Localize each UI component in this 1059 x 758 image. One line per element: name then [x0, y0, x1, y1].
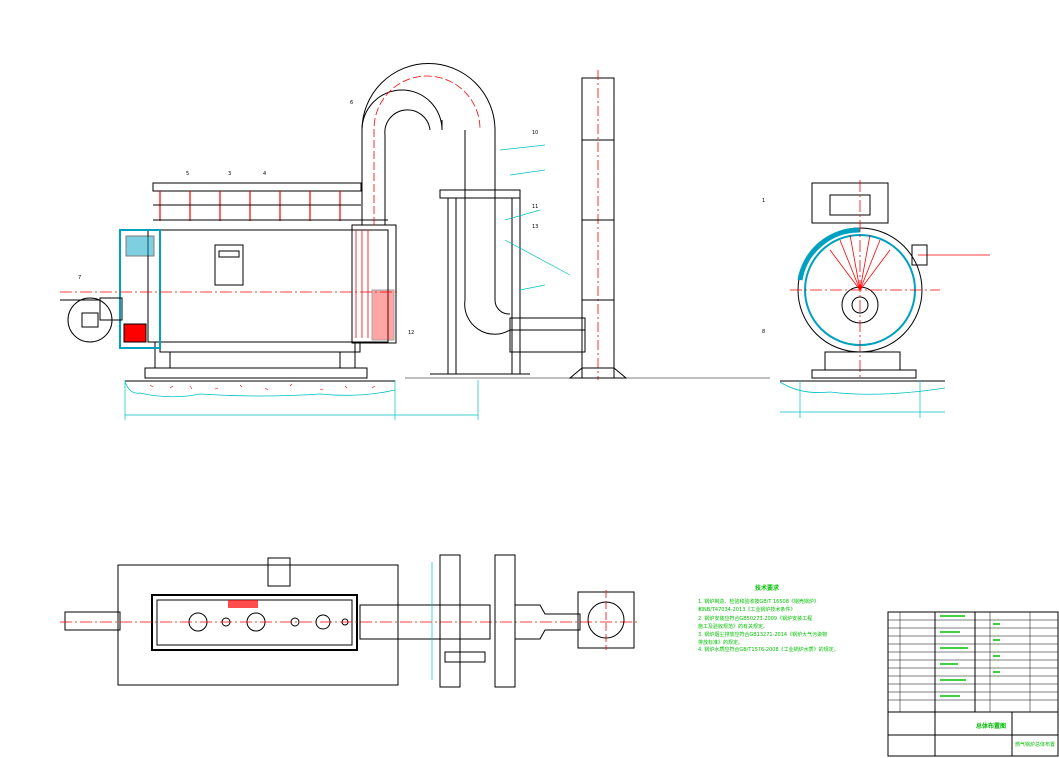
notes-title: 技术要求 — [755, 584, 780, 592]
callout-label: 6 — [350, 100, 353, 106]
callout-label: 1 — [762, 198, 765, 204]
callout-label: 8 — [762, 329, 765, 335]
notes-line: 4. 锅炉水质应符合GB/T1576-2008《工业锅炉水质》的规定。 — [698, 646, 839, 653]
dimension-lines — [124, 144, 770, 420]
rear-tube-section — [351, 224, 397, 344]
callout-label: 12 — [408, 330, 414, 336]
front-elevation-view — [60, 63, 770, 420]
callout-label: 11 — [532, 204, 538, 210]
burner-fan — [60, 297, 123, 343]
top-platform-railing — [152, 182, 388, 221]
notes-line: 1. 锅炉制造、检验和验收按GB/T 16508《锅壳锅炉》 — [698, 598, 819, 605]
title-block: 总体布置图 燃气锅炉总体布置 — [887, 611, 1059, 757]
side-elevation-view — [779, 180, 990, 418]
callout-label: 7 — [78, 275, 81, 281]
boiler-shell — [147, 229, 389, 368]
callout-label: 5 — [186, 171, 189, 177]
callout-labels: 6 10 11 13 5 3 4 7 12 1 8 — [78, 100, 765, 336]
chimney — [568, 70, 628, 380]
callout-label: 13 — [532, 224, 538, 230]
flue-duct-loop — [361, 63, 585, 335]
notes-line: 3. 锅炉烟尘排放应符合GB13271-2014《锅炉大气污染物 — [698, 631, 827, 638]
duct-support-frame — [430, 189, 586, 375]
title-block-title: 总体布置图 — [976, 722, 1006, 730]
front-smoke-box — [119, 229, 161, 349]
notes-line: 施工及验收规范》的有关规定。 — [698, 623, 768, 630]
notes-line: 和NB/T47034-2013《工业锅炉技术条件》 — [698, 606, 795, 613]
notes-line: 2. 锅炉安装应符合GB50273-2009《锅炉安装工程 — [698, 615, 812, 622]
plan-view — [60, 554, 640, 688]
technical-notes: 技术要求 1. 锅炉制造、检验和验收按GB/T 16508《锅壳锅炉》 和NB/… — [698, 584, 839, 653]
title-block-subtitle: 燃气锅炉总体布置 — [1015, 741, 1055, 748]
callout-label: 3 — [228, 171, 231, 177]
callout-label: 4 — [263, 171, 266, 177]
callout-label: 10 — [532, 130, 538, 136]
notes-line: 排放标准》的规定。 — [698, 639, 743, 646]
boiler-foundation — [124, 367, 396, 398]
